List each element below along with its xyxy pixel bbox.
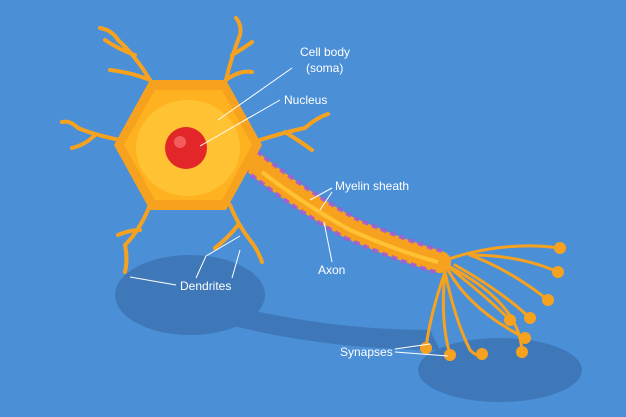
label-nucleus: Nucleus (284, 93, 327, 107)
nucleus (165, 127, 207, 169)
soma (114, 80, 262, 210)
label-synapses: Synapses (340, 345, 393, 359)
synapse-knobs (420, 242, 566, 361)
label-soma: (soma) (306, 61, 343, 75)
leader-lines (129, 67, 449, 357)
ground-shadows (115, 255, 582, 402)
label-cell-body: Cell body (300, 45, 350, 59)
dendrites (60, 16, 330, 274)
label-dendrites: Dendrites (180, 279, 231, 293)
label-myelin: Myelin sheath (335, 179, 409, 193)
label-axon: Axon (318, 263, 345, 277)
axon (239, 149, 451, 275)
